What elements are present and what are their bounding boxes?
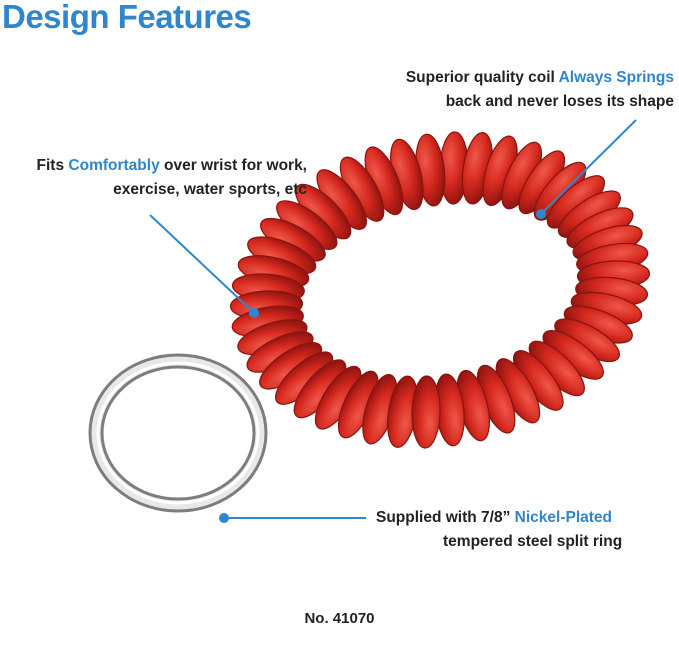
callout-nickel-plated: Supplied with 7/8” Nickel-Plated tempere…	[376, 506, 622, 554]
callout-highlight: Always Springs	[558, 69, 674, 86]
callout-text: tempered steel split ring	[443, 533, 623, 550]
callout-text: Superior quality coil	[405, 69, 559, 86]
model-number: No. 41070	[304, 610, 375, 627]
callout-highlight: Nickel-Plated	[514, 509, 613, 526]
callout-text: Supplied with 7/8”	[376, 509, 515, 526]
callout-text: back and never loses its shape	[445, 93, 674, 110]
split-ring	[88, 353, 268, 513]
red-spiral-coil	[229, 131, 651, 449]
coil-loop	[411, 375, 441, 449]
leader-lines	[149, 119, 637, 523]
callout-always-springs: Superior quality coil Always Springs bac…	[406, 66, 674, 114]
callout-text: over wrist for work,	[159, 157, 307, 174]
callout-comfortably: Fits Comfortably over wrist for work, ex…	[7, 154, 307, 202]
callout-highlight: Comfortably	[68, 157, 160, 174]
page-title: Design Features	[2, 0, 252, 35]
callout-text: Fits	[36, 157, 69, 174]
callout-text: exercise, water sports, etc	[113, 181, 307, 198]
